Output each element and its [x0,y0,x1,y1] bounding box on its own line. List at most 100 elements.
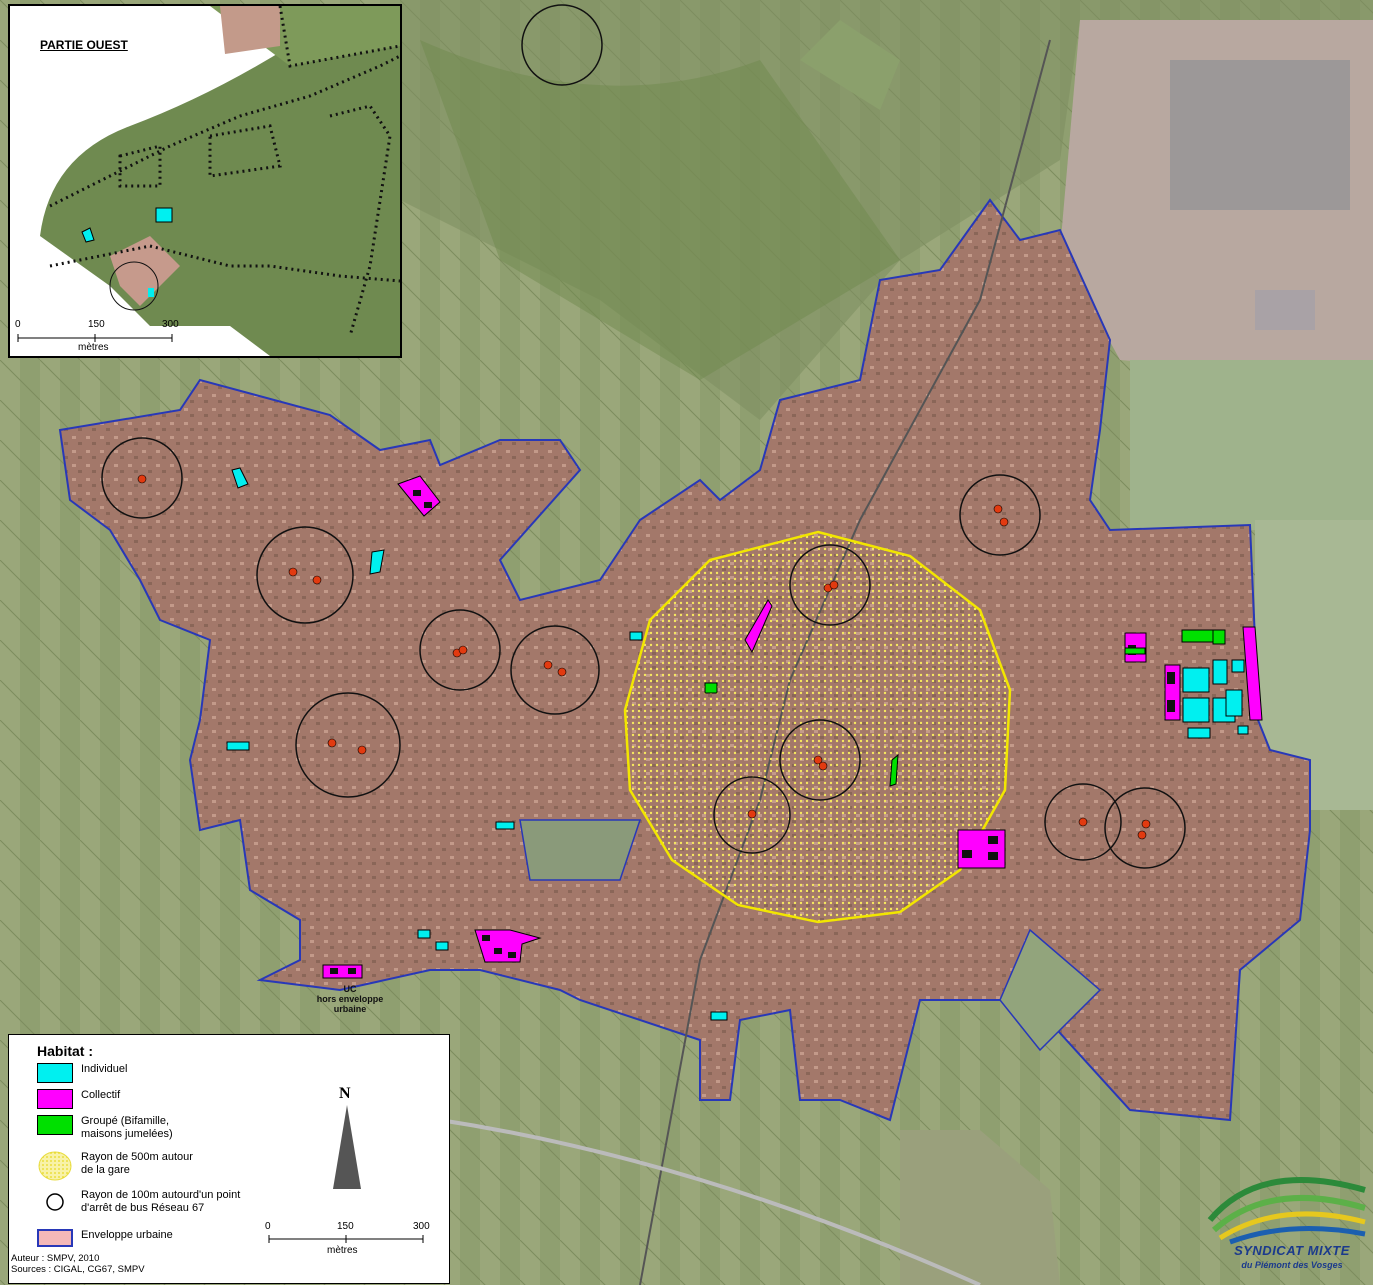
legend-item-individuel: Individuel [37,1063,127,1083]
individuel-parcel [1212,659,1228,685]
individuel-parcel [495,821,515,830]
legend-label-groupe-line1: Groupé (Bifamille, [81,1115,170,1127]
bus-stop-point [458,645,468,655]
individuel-parcel [1237,725,1249,735]
logo-subtitle: du Piémont des Vosges [1241,1260,1343,1270]
individuel-parcel [231,467,249,489]
building-footprints [330,490,1175,974]
bus-radius-circle [713,776,791,854]
legend-label-individuel: Individuel [81,1063,128,1075]
bus-stop-point [327,738,337,748]
inset-scale-max: 300 [162,319,179,330]
individuel-parcel [1225,689,1243,717]
legend-label-gare-line2: de la gare [81,1164,130,1176]
legend-label-collectif: Collectif [81,1089,121,1101]
individuel-parcel [1187,727,1211,739]
legend-scale-bar [268,1235,424,1243]
bus-stop-point [829,580,839,590]
credits: Auteur : SMPV, 2010 Sources : CIGAL, CG6… [11,1253,145,1275]
uc-label-line1: UC [343,984,357,994]
bus-stop-point [1137,830,1147,840]
legend-label-bus-line1: Rayon de 100m autourd'un point [81,1189,241,1201]
groupe-parcel [704,682,718,694]
north-label: N [339,1085,351,1102]
individuel-parcel [1182,667,1210,693]
legend-label-groupe: Groupé (Bifamille, maisons jumelées) [81,1115,173,1141]
individuel-parcel [226,741,250,751]
legend-item-gare-radius: Rayon de 500m autour de la gare [37,1151,193,1181]
bus-stop-point [312,575,322,585]
groupe-parcel [889,753,899,787]
bus-radius-swatch [46,1193,64,1211]
individuel-parcel [435,941,449,951]
groupe-parcel [1181,629,1215,643]
groupe-parcel [1212,629,1226,645]
legend-title: Habitat : [37,1043,93,1059]
bus-stop-point [999,517,1009,527]
credits-sources: Sources : CIGAL, CG67, SMPV [11,1264,145,1275]
collectif-parcel [1242,626,1263,721]
groupe-swatch [37,1115,73,1135]
road [439,1118,981,1285]
individuel-parcel [1231,659,1245,673]
gare-radius-swatch [38,1151,72,1181]
north-arrow-icon [333,1105,361,1189]
individuel-parcels [226,467,1249,1021]
bus-stop-point [813,755,823,765]
bus-radius-circle [959,474,1041,556]
bus-stop-radii [101,4,1186,869]
individuel-parcel [1182,697,1210,723]
credits-author: Auteur : SMPV, 2010 [11,1253,100,1264]
legend-item-bus-radius: Rayon de 100m autourd'un point d'arrêt d… [37,1189,240,1215]
bus-radius-circle [295,692,401,798]
collectif-swatch [37,1089,73,1109]
collectif-parcel [957,829,1006,869]
inset-scale-zero: 0 [15,319,21,330]
groupe-parcel [1124,647,1146,655]
factory-building [1170,60,1350,210]
legend-label-gare: Rayon de 500m autour de la gare [81,1151,193,1177]
enveloppe-swatch [37,1229,73,1247]
collectif-parcel [322,964,363,979]
bus-radius-circle [101,437,183,519]
inset-map-canvas [10,6,400,356]
bus-stops [137,474,1151,840]
bus-stop-point [1141,819,1151,829]
inset-scale-mid: 150 [88,319,105,330]
individuel-parcel [369,549,385,575]
legend-label-bus-line2: d'arrêt de bus Réseau 67 [81,1202,205,1214]
legend-scale-zero: 0 [265,1221,271,1232]
bus-radius-circle [510,625,600,715]
bus-radius-circle [1104,787,1186,869]
inset-scale-unit: mètres [78,342,109,353]
inset-map-west: PARTIE OUEST 0 150 300 mètres [8,4,402,358]
bus-stop-point [993,504,1003,514]
logo-title: SYNDICAT MIXTE [1234,1243,1350,1258]
bus-stop-point [137,474,147,484]
individuel-swatch [37,1063,73,1083]
bus-stop-point [357,745,367,755]
collectif-parcel [474,929,542,963]
bus-radius-circle [419,609,501,691]
bus-radius-circle [779,719,861,801]
groupe-parcels [704,629,1226,787]
syndicat-mixte-logo [1207,1177,1366,1245]
legend-label-bus: Rayon de 100m autourd'un point d'arrêt d… [81,1189,240,1215]
bus-stop-point [288,567,298,577]
legend-label-enveloppe: Enveloppe urbaine [81,1229,173,1241]
bus-radius-circle [1044,783,1122,861]
legend-scale-max: 300 [413,1221,430,1232]
bus-stop-point [818,761,828,771]
legend-item-enveloppe: Enveloppe urbaine [37,1229,173,1247]
bus-stop-point [1078,817,1088,827]
legend-item-groupe: Groupé (Bifamille, maisons jumelées) [37,1115,173,1141]
station-500m-radius [623,530,1012,924]
legend-scale-unit: mètres [327,1245,358,1256]
map-legend: Habitat : Individuel Collectif Groupé (B… [8,1034,450,1284]
collectif-parcel [744,599,773,654]
legend-label-groupe-line2: maisons jumelées) [81,1128,173,1140]
individuel-parcel [417,929,431,939]
bus-radius-circle [256,526,354,624]
legend-label-gare-line1: Rayon de 500m autour [81,1151,193,1163]
individuel-parcel [629,631,643,641]
